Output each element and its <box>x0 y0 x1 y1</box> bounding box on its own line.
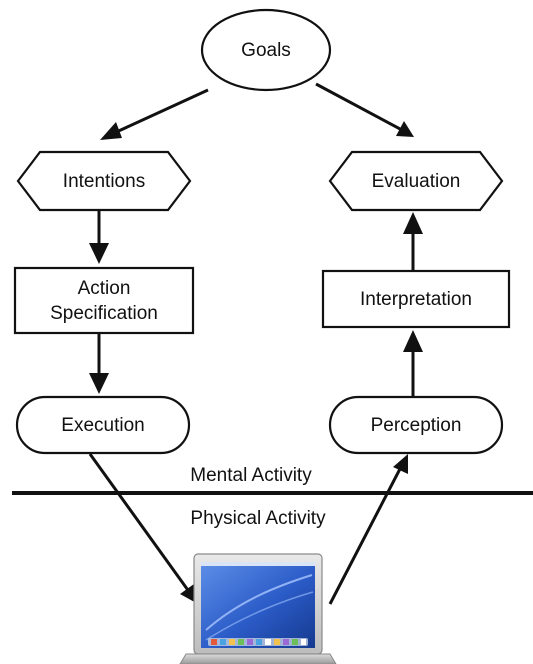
laptop-screen <box>201 562 315 648</box>
arrow-perception-to-interpretation <box>403 330 423 396</box>
arrow-intentions-to-action-specification <box>89 211 109 264</box>
evaluation-node: Evaluation <box>328 150 504 212</box>
arrow-action-specification-to-execution <box>89 334 109 394</box>
execution-node: Execution <box>15 395 191 455</box>
evaluation-label: Evaluation <box>372 171 461 192</box>
arrow-laptop-to-perception <box>328 454 408 605</box>
evaluation-hexagon <box>328 150 504 212</box>
action-specification-box <box>13 266 195 335</box>
action-specification-node: Action Specification <box>13 266 195 335</box>
action-specification-label-line1: Action <box>78 278 131 299</box>
intentions-label: Intentions <box>63 171 145 192</box>
interpretation-node: Interpretation <box>321 269 511 329</box>
activity-divider: Mental Activity Physical Activity <box>12 465 533 529</box>
perception-node: Perception <box>328 395 504 455</box>
laptop-icon <box>179 553 337 664</box>
execution-label: Execution <box>61 415 144 436</box>
laptop-base <box>179 653 337 664</box>
perception-box <box>328 395 504 455</box>
intentions-hexagon <box>16 150 192 212</box>
goals-ellipse <box>200 8 332 92</box>
mental-activity-label: Mental Activity <box>190 465 312 486</box>
goals-label: Goals <box>241 40 291 61</box>
interpretation-label: Interpretation <box>360 289 472 310</box>
arrow-interpretation-to-evaluation <box>403 212 423 270</box>
arrow-goals-to-evaluation <box>315 82 414 137</box>
intentions-node: Intentions <box>16 150 192 212</box>
arrow-execution-to-laptop <box>88 453 198 604</box>
physical-activity-label: Physical Activity <box>190 508 326 529</box>
goals-node: Goals <box>200 8 332 92</box>
interpretation-box <box>321 269 511 329</box>
execution-box <box>15 395 191 455</box>
action-specification-label-line2: Specification <box>50 303 158 324</box>
arrow-goals-to-intentions <box>100 88 209 140</box>
perception-label: Perception <box>371 415 462 436</box>
